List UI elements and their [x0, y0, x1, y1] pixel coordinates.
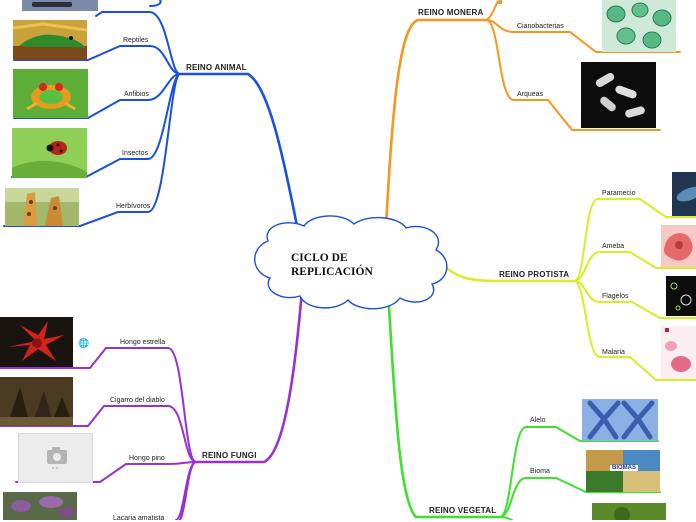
- branch-title-fungi[interactable]: REINO FUNGI: [202, 451, 257, 460]
- branch-title-vegetal[interactable]: REINO VEGETAL: [429, 506, 497, 515]
- bioma-image[interactable]: BIOMAS: [586, 450, 660, 492]
- node-reptiles[interactable]: Reptiles: [123, 37, 149, 44]
- herbivoros-image[interactable]: [5, 188, 79, 226]
- cigarro-del-diablo-image[interactable]: [0, 377, 73, 426]
- vegetal-bottom-image[interactable]: [592, 503, 666, 520]
- node-insectos[interactable]: Insectos: [122, 150, 149, 157]
- branch-monera-lines: [384, 0, 681, 228]
- node-bioma[interactable]: Bioma: [530, 468, 550, 475]
- bioma-landscape: [586, 450, 660, 492]
- node-malaria[interactable]: Malaria: [602, 349, 625, 356]
- node-paramecio[interactable]: Paramecio: [602, 190, 636, 197]
- flagelos-image[interactable]: [666, 276, 696, 316]
- cianobacterias-image[interactable]: [602, 0, 676, 52]
- alelo-image[interactable]: [582, 399, 658, 441]
- monera-top-image[interactable]: [498, 0, 502, 4]
- hongo-pino-image-placeholder[interactable]: [18, 433, 93, 483]
- bioma-image-caption: BIOMAS: [610, 465, 638, 471]
- branch-title-protista[interactable]: REINO PROTISTA: [499, 270, 570, 279]
- lacaria-amatista-image[interactable]: [3, 492, 77, 520]
- node-hongo-pino[interactable]: Hongo pino: [129, 455, 165, 462]
- malaria-image[interactable]: [661, 326, 696, 379]
- reptiles-image[interactable]: [13, 20, 87, 60]
- branch-protista-lines: [444, 198, 696, 381]
- central-topic-line-2: REPLICACIÓN: [291, 266, 373, 278]
- node-lacaria-amatista[interactable]: Lacaria amatista: [113, 515, 165, 522]
- branch-vegetal-lines: [386, 290, 661, 520]
- anfibios-image[interactable]: [13, 69, 88, 118]
- insectos-image[interactable]: [12, 128, 87, 178]
- branch-animal-lines: [3, 0, 299, 228]
- branch-fungi-lines: [0, 288, 304, 520]
- globe-icon[interactable]: 🌐: [78, 338, 90, 348]
- central-cloud: [254, 215, 448, 310]
- branch-title-animal[interactable]: REINO ANIMAL: [186, 63, 247, 72]
- node-cianobacterias[interactable]: Cianobacterias: [517, 23, 564, 30]
- node-hongo-estrella[interactable]: Hongo estrella: [120, 339, 166, 346]
- node-anfibios[interactable]: Anfibios: [124, 91, 149, 98]
- node-ameba[interactable]: Ameba: [602, 243, 625, 250]
- node-alelo[interactable]: Alelo: [530, 417, 546, 424]
- branch-title-monera[interactable]: REINO MONERA: [418, 8, 484, 17]
- hongo-estrella-image[interactable]: [0, 317, 73, 367]
- paramecio-image[interactable]: [672, 172, 696, 216]
- node-cigarro-del-diablo[interactable]: Cigarro del diablo: [110, 397, 165, 404]
- animal-top-image[interactable]: [22, 0, 98, 11]
- arqueas-image[interactable]: [581, 62, 656, 128]
- node-arqueas[interactable]: Arqueas: [517, 91, 544, 98]
- central-topic-line-1: CICLO DE: [291, 252, 348, 264]
- camera-placeholder-icon: [47, 447, 67, 469]
- node-herbivoros[interactable]: Herbívoros: [116, 203, 151, 210]
- ameba-image[interactable]: [661, 225, 696, 267]
- node-flagelos[interactable]: Flagelos: [602, 293, 629, 300]
- central-topic-title[interactable]: CICLO DE REPLICACIÓN: [291, 251, 373, 279]
